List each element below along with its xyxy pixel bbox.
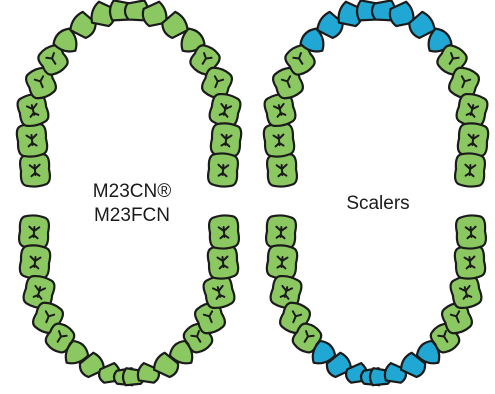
lower-tooth-18 bbox=[18, 215, 49, 250]
upper-tooth-17 bbox=[207, 153, 238, 188]
left-chart-label: M23CN® M23FCN bbox=[72, 180, 192, 228]
lower-tooth-19 bbox=[266, 244, 298, 280]
label-line-1: M23CN® bbox=[72, 180, 192, 204]
lower-tooth-35 bbox=[208, 215, 239, 250]
upper-tooth-16 bbox=[210, 122, 242, 158]
label-line-1: Scalers bbox=[318, 192, 438, 216]
lower-tooth-18 bbox=[265, 215, 296, 250]
upper-tooth-17 bbox=[454, 153, 485, 188]
upper-tooth-0 bbox=[19, 153, 50, 188]
lower-tooth-35 bbox=[455, 215, 486, 250]
upper-tooth-1 bbox=[16, 122, 48, 158]
lower-tooth-19 bbox=[19, 244, 51, 280]
label-line-2: M23FCN bbox=[72, 204, 192, 228]
upper-tooth-0 bbox=[266, 153, 297, 188]
upper-tooth-16 bbox=[457, 122, 489, 158]
upper-tooth-1 bbox=[263, 122, 295, 158]
right-chart-label: Scalers bbox=[318, 192, 438, 216]
